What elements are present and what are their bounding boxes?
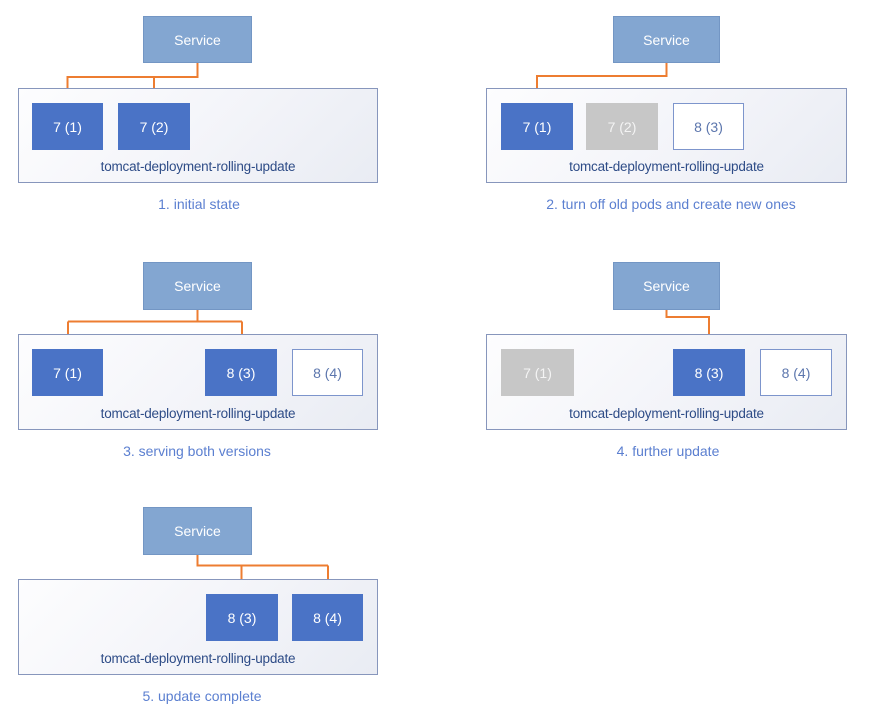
panel-caption: 1. initial state [158,196,240,212]
service-box: Service [143,262,252,310]
service-box: Service [143,16,252,63]
pod-box-8-4: 8 (4) [760,349,832,396]
service-label: Service [174,31,221,48]
pod-box-8-4: 8 (4) [292,594,363,641]
pod-label: 8 (4) [313,364,342,381]
pod-box-7-2: 7 (2) [118,103,190,150]
deployment-label: tomcat-deployment-rolling-update [100,406,296,421]
pod-box-8-4: 8 (4) [292,349,363,396]
deployment-label: tomcat-deployment-rolling-update [569,159,764,174]
pod-label: 8 (4) [313,609,342,626]
panel-caption: 2. turn off old pods and create new ones [546,196,796,212]
pod-label: 7 (1) [522,118,552,135]
pod-box-8-3: 8 (3) [206,594,278,641]
pod-box-7-2: 7 (2) [586,103,658,150]
pod-label: 8 (3) [226,364,256,381]
panel-caption: 3. serving both versions [123,443,271,459]
pod-label: 7 (1) [523,364,552,381]
service-box: Service [613,262,720,310]
panel-caption: 5. update complete [142,688,262,704]
pod-box-7-1: 7 (1) [501,349,574,396]
service-box: Service [613,16,720,63]
deployment-label: tomcat-deployment-rolling-update [100,159,296,174]
pod-label: 8 (3) [694,118,723,135]
pod-label: 7 (2) [139,118,169,135]
pod-label: 7 (2) [607,118,637,135]
pod-box-8-3: 8 (3) [205,349,277,396]
pod-box-7-1: 7 (1) [501,103,573,150]
pod-label: 8 (4) [781,364,811,381]
pod-box-8-3: 8 (3) [673,103,744,150]
pod-label: 7 (1) [53,364,82,381]
pod-box-7-1: 7 (1) [32,349,103,396]
service-box: Service [143,507,252,555]
service-label: Service [643,31,690,48]
deployment-label: tomcat-deployment-rolling-update [569,406,764,421]
pod-label: 8 (3) [227,609,257,626]
pod-label: 8 (3) [694,364,724,381]
deployment-label: tomcat-deployment-rolling-update [100,651,296,666]
service-label: Service [643,278,690,294]
pod-box-8-3: 8 (3) [673,349,745,396]
service-label: Service [174,523,221,539]
pod-label: 7 (1) [53,118,82,135]
service-label: Service [174,278,221,294]
pod-box-7-1: 7 (1) [32,103,103,150]
panel-caption: 4. further update [616,443,720,459]
